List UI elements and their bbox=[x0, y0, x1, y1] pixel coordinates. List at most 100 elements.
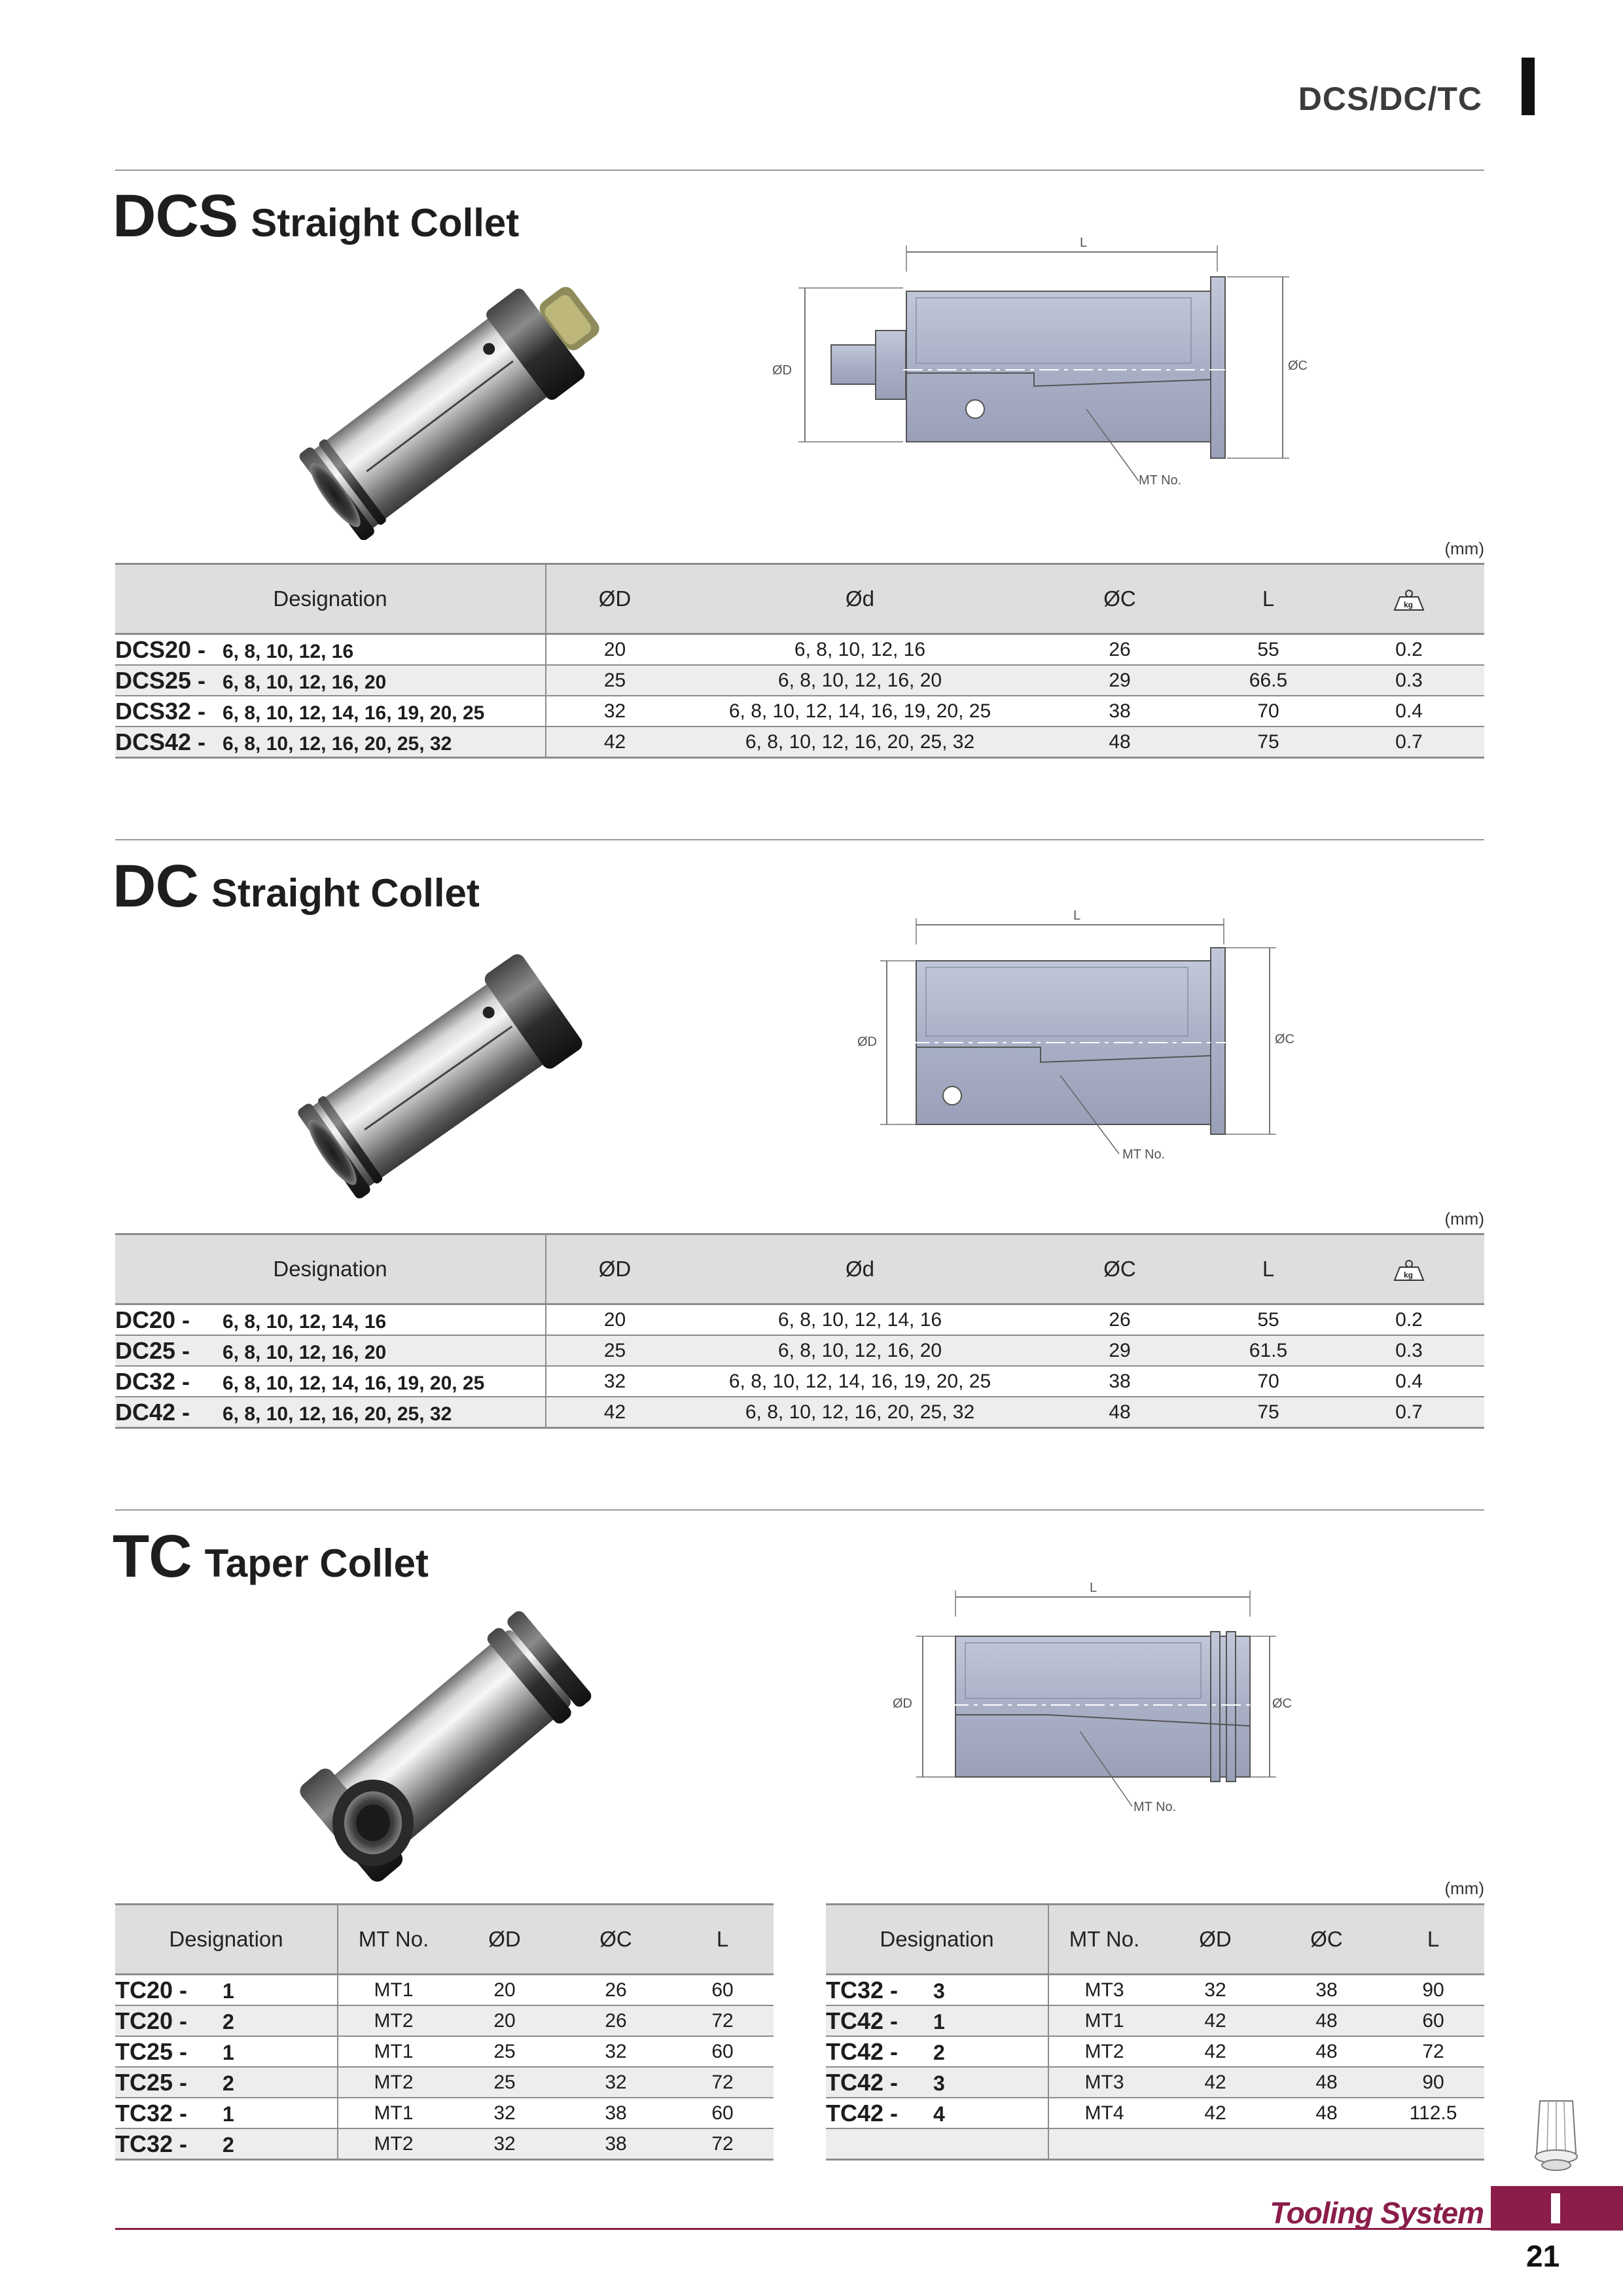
dim-label-mt: MT No. bbox=[1139, 473, 1181, 488]
designation-cell: TC20 -1 bbox=[115, 1974, 338, 2006]
designation-cell: TC42 -1 bbox=[826, 2005, 1049, 2037]
col-weight: kg bbox=[1334, 563, 1484, 635]
length-cell: 90 bbox=[1382, 1974, 1484, 2006]
bore-dia-cell: 6, 8, 10, 12, 14, 16 bbox=[683, 1304, 1037, 1336]
unit-label: (mm) bbox=[1444, 1878, 1484, 1898]
bore-dia-cell: 6, 8, 10, 12, 16, 20, 25, 32 bbox=[683, 726, 1037, 759]
tc-technical-drawing: L ØD ØC MT No. bbox=[893, 1581, 1292, 1814]
outer-dia-cell: 42 bbox=[1160, 2098, 1271, 2129]
weight-cell: 0.4 bbox=[1334, 1366, 1484, 1397]
length-cell: 60 bbox=[671, 2036, 774, 2068]
col-outer-dia: ØD bbox=[1160, 1903, 1271, 1975]
bore-dia-cell: 6, 8, 10, 12, 16, 20 bbox=[683, 665, 1037, 696]
mt-no-cell: MT4 bbox=[1048, 2098, 1160, 2129]
mt-no-cell: MT2 bbox=[1048, 2036, 1160, 2068]
section-divider bbox=[115, 1509, 1484, 1511]
page-number: 21 bbox=[1526, 2239, 1560, 2273]
length-cell: 60 bbox=[671, 1974, 774, 2006]
mt-no-cell: MT2 bbox=[338, 2067, 449, 2098]
col-length: L bbox=[1203, 563, 1334, 635]
outer-dia-cell: 20 bbox=[546, 1304, 683, 1336]
length-cell: 72 bbox=[671, 2067, 774, 2098]
mt-no-cell: MT2 bbox=[338, 2128, 449, 2161]
weight-icon: kg bbox=[1393, 1260, 1425, 1282]
table-row: TC32 -2 MT2 32 38 72 bbox=[115, 2128, 774, 2161]
designation-cell: TC32 -1 bbox=[115, 2098, 338, 2129]
header-tab-bar bbox=[1522, 58, 1535, 115]
length-cell: 66.5 bbox=[1203, 665, 1334, 696]
designation-cell: DC20 -6, 8, 10, 12, 14, 16 bbox=[115, 1304, 546, 1336]
mt-no-cell: MT2 bbox=[338, 2005, 449, 2037]
dim-label-l: L bbox=[1090, 1581, 1097, 1595]
table-row: TC42 -2 MT2 42 48 72 bbox=[826, 2036, 1484, 2068]
length-cell: 60 bbox=[1382, 2005, 1484, 2037]
outer-dia-cell: 20 bbox=[449, 1974, 560, 2006]
dim-label-c: ØC bbox=[1275, 1032, 1294, 1047]
weight-cell: 0.2 bbox=[1334, 634, 1484, 666]
collar-dia-cell bbox=[1271, 2128, 1382, 2161]
col-designation: Designation bbox=[115, 563, 546, 635]
dim-label-c: ØC bbox=[1272, 1696, 1292, 1711]
outer-dia-cell: 20 bbox=[449, 2005, 560, 2037]
table-row: DCS20 -6, 8, 10, 12, 16 20 6, 8, 10, 12,… bbox=[115, 634, 1484, 666]
collar-dia-cell: 38 bbox=[560, 2128, 671, 2161]
weight-icon-label: kg bbox=[1404, 1270, 1413, 1280]
col-bore-dia: Ød bbox=[683, 1233, 1037, 1305]
designation-cell: DCS42 -6, 8, 10, 12, 16, 20, 25, 32 bbox=[115, 726, 546, 759]
col-collar-dia: ØC bbox=[1271, 1903, 1382, 1975]
table-header-row: Designation ØD Ød ØC L kg bbox=[115, 1233, 1484, 1305]
outer-dia-cell: 32 bbox=[546, 1366, 683, 1397]
dcs-collet-photo bbox=[299, 287, 599, 540]
mt-no-cell: MT1 bbox=[1048, 2005, 1160, 2037]
col-outer-dia: ØD bbox=[449, 1903, 560, 1975]
designation-cell: DC32 -6, 8, 10, 12, 14, 16, 19, 20, 25 bbox=[115, 1366, 546, 1397]
collar-dia-cell: 38 bbox=[1037, 1366, 1203, 1397]
table-row: TC32 -1 MT1 32 38 60 bbox=[115, 2098, 774, 2129]
length-cell: 60 bbox=[671, 2098, 774, 2129]
table-row: DC25 -6, 8, 10, 12, 16, 20 25 6, 8, 10, … bbox=[115, 1335, 1484, 1367]
outer-dia-cell: 42 bbox=[1160, 2036, 1271, 2068]
length-cell: 72 bbox=[671, 2128, 774, 2161]
designation-cell: DC42 -6, 8, 10, 12, 16, 20, 25, 32 bbox=[115, 1397, 546, 1429]
designation-cell: TC42 -4 bbox=[826, 2098, 1049, 2129]
collar-dia-cell: 26 bbox=[1037, 1304, 1203, 1336]
bore-dia-cell: 6, 8, 10, 12, 16, 20 bbox=[683, 1335, 1037, 1367]
table-header-row: Designation ØD Ød ØC L kg bbox=[115, 563, 1484, 635]
table-row: DCS25 -6, 8, 10, 12, 16, 20 25 6, 8, 10,… bbox=[115, 665, 1484, 696]
table-row: TC42 -4 MT4 42 48 112.5 bbox=[826, 2098, 1484, 2129]
dim-label-d: ØD bbox=[772, 363, 792, 378]
page-header-title: DCS/DC/TC bbox=[1298, 81, 1482, 117]
table-row: TC42 -3 MT3 42 48 90 bbox=[826, 2067, 1484, 2098]
weight-cell: 0.7 bbox=[1334, 1397, 1484, 1429]
designation-cell: TC32 -3 bbox=[826, 1974, 1049, 2006]
tc-spec-table-right: Designation MT No. ØD ØC L TC32 -3 MT3 3… bbox=[826, 1903, 1484, 2161]
tc-spec-table-left: Designation MT No. ØD ØC L TC20 -1 MT1 2… bbox=[115, 1903, 774, 2161]
dc-spec-table: Designation ØD Ød ØC L kg DC20 -6, 8, 10… bbox=[115, 1233, 1484, 1429]
col-length: L bbox=[671, 1903, 774, 1975]
table-row bbox=[826, 2128, 1484, 2161]
col-collar-dia: ØC bbox=[560, 1903, 671, 1975]
collar-dia-cell: 38 bbox=[1271, 1974, 1382, 2006]
outer-dia-cell: 20 bbox=[546, 634, 683, 666]
weight-cell: 0.3 bbox=[1334, 665, 1484, 696]
designation-cell: DC25 -6, 8, 10, 12, 16, 20 bbox=[115, 1335, 546, 1367]
table-row: DCS42 -6, 8, 10, 12, 16, 20, 25, 32 42 6… bbox=[115, 726, 1484, 759]
tc-collet-photo bbox=[300, 1611, 592, 1882]
mt-no-cell bbox=[1048, 2128, 1160, 2161]
table-row: DCS32 -6, 8, 10, 12, 14, 16, 19, 20, 25 … bbox=[115, 696, 1484, 727]
section-code: DCS bbox=[113, 183, 238, 249]
col-designation: Designation bbox=[115, 1903, 338, 1975]
collar-dia-cell: 48 bbox=[1271, 2067, 1382, 2098]
designation-cell: TC25 -2 bbox=[115, 2067, 338, 2098]
dim-label-d: ØD bbox=[857, 1035, 877, 1049]
length-cell: 55 bbox=[1203, 634, 1334, 666]
length-cell: 90 bbox=[1382, 2067, 1484, 2098]
table-header-row: Designation MT No. ØD ØC L bbox=[826, 1903, 1484, 1975]
collar-dia-cell: 48 bbox=[1037, 1397, 1203, 1429]
collar-dia-cell: 32 bbox=[560, 2067, 671, 2098]
collar-dia-cell: 26 bbox=[1037, 634, 1203, 666]
weight-icon: kg bbox=[1393, 590, 1425, 611]
